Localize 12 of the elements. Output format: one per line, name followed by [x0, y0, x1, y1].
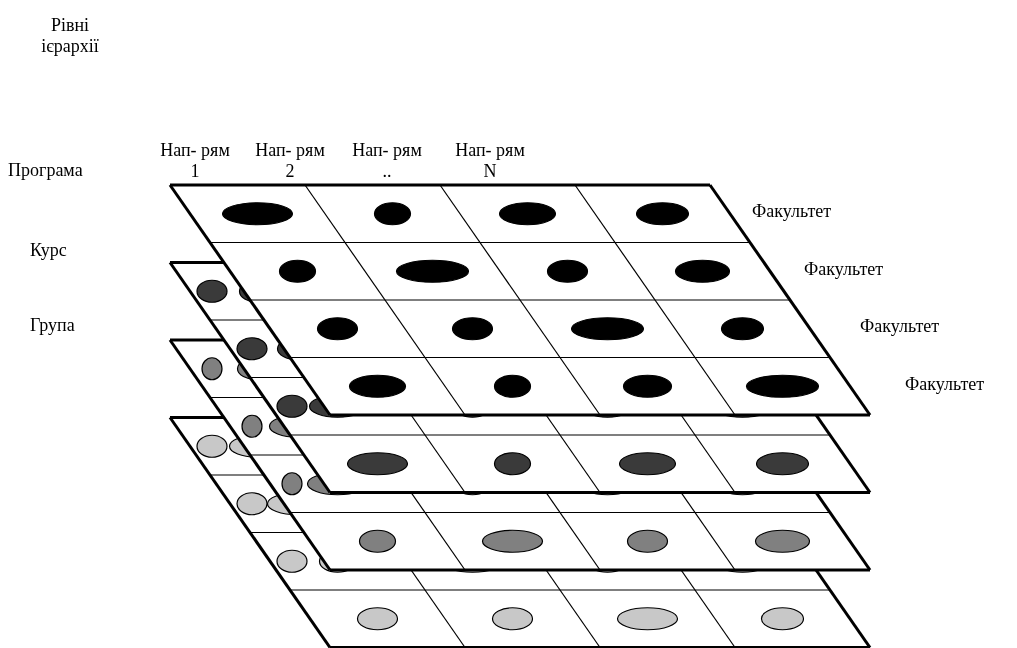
column-heading: Нап- рям 1 — [160, 140, 230, 182]
level-axis-title: Рівні ієрархії — [40, 15, 100, 57]
level-name: Програма — [8, 160, 84, 181]
row-label: Факультет — [905, 374, 986, 395]
level-name: Група — [30, 315, 76, 336]
column-heading: Нап- рям .. — [352, 140, 422, 182]
column-heading: Нап- рям N — [455, 140, 525, 182]
column-heading: Нап- рям 2 — [255, 140, 325, 182]
row-label: Факультет — [752, 201, 833, 222]
level-name: Курс — [30, 240, 68, 261]
row-label: Факультет — [860, 316, 941, 337]
row-label: Факультет — [804, 259, 885, 280]
